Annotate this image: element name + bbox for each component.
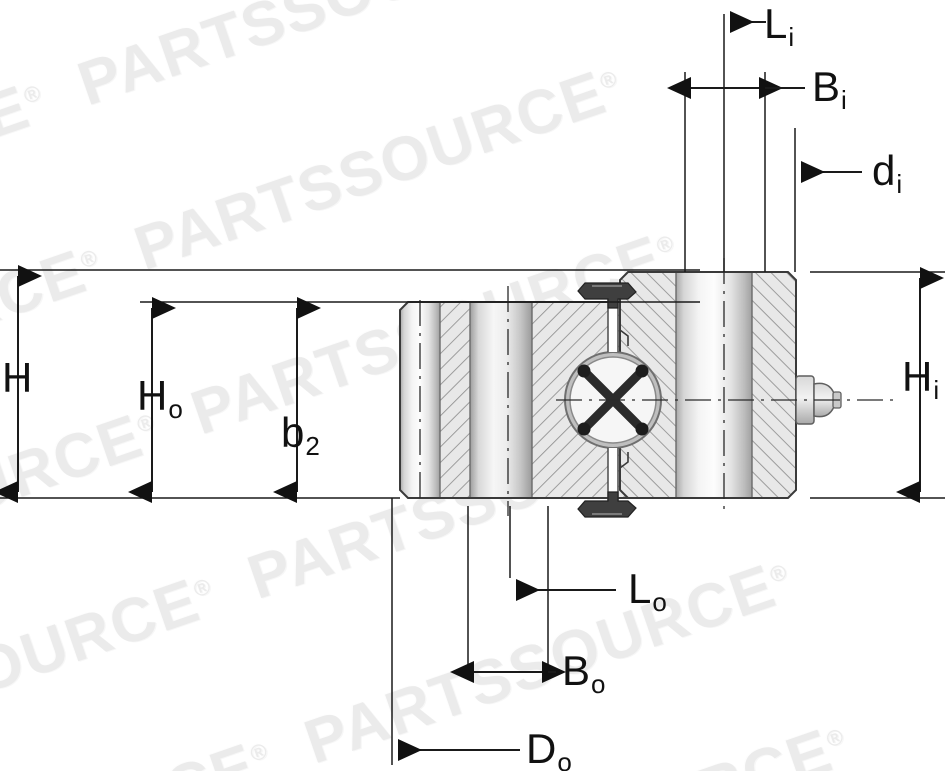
dim-label-b2: b2 <box>281 409 320 462</box>
inner-ring <box>619 271 797 499</box>
inner-ring-raceway-upper <box>619 280 629 346</box>
seal-upper <box>577 282 637 309</box>
inner-ring-bore-face <box>675 271 753 499</box>
dim-label-ho: Ho <box>137 372 183 425</box>
dimension-arrows <box>0 11 944 761</box>
dim-label-lo: Lo <box>628 565 667 618</box>
inner-ring-outline <box>619 271 797 499</box>
seal-upper-body <box>577 282 637 309</box>
centre-axis-lines <box>419 258 900 516</box>
bearing-assembly <box>399 271 842 518</box>
dim-label-h: H <box>2 354 33 401</box>
extension-lines <box>0 14 945 765</box>
seal-lower <box>577 491 637 518</box>
dim-label-bo: Bo <box>562 647 606 700</box>
dim-label-di: di <box>872 147 903 200</box>
seal-lower-body <box>577 491 637 518</box>
outer-ring-mounting-bore <box>469 301 533 499</box>
roller-end-tr <box>635 364 649 378</box>
roller-end-tl <box>577 364 591 378</box>
roller-end-bl <box>577 422 591 436</box>
inner-ring-raceway-lower <box>619 452 629 490</box>
dim-label-bi: Bi <box>812 63 847 116</box>
dim-label-do: Do <box>526 725 572 771</box>
dim-label-li: Li <box>764 0 795 53</box>
roller-end-br <box>635 422 649 436</box>
dim-label-hi: Hi <box>902 353 940 406</box>
